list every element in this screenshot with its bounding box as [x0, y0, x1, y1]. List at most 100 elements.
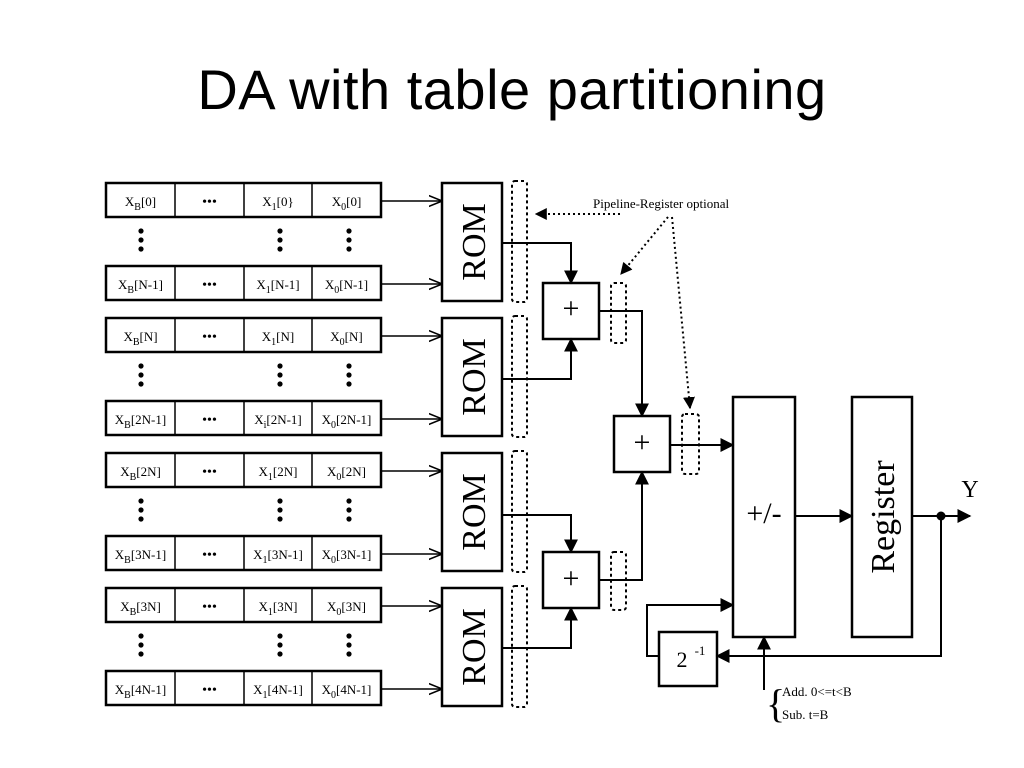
cell-var: X — [125, 194, 135, 209]
register-label: Register — [865, 460, 902, 574]
cell-sub: 0 — [331, 420, 336, 431]
vertical-dot — [346, 237, 352, 243]
cell-var: X — [253, 547, 263, 562]
ellipsis: ••• — [202, 195, 217, 210]
bit-cell-x1: X1[3N-1] — [253, 547, 303, 566]
cell-sub: 0 — [331, 690, 336, 701]
vertical-dot — [277, 237, 283, 243]
cell-sub: 1 — [263, 555, 268, 566]
cell-index: [N-1] — [134, 277, 163, 292]
cell-var: X — [254, 412, 264, 427]
vertical-dot — [138, 516, 144, 522]
vertical-dot — [138, 633, 144, 639]
cell-index: [N] — [140, 329, 158, 344]
cell-var: X — [327, 464, 337, 479]
bit-cell-xb: XB[0] — [125, 194, 156, 213]
cell-index: [3N] — [273, 599, 298, 614]
shift-exponent: -1 — [695, 643, 706, 658]
cell-index: [0} — [277, 194, 294, 209]
ellipsis: ••• — [202, 548, 217, 563]
bit-cell-x1: X1[3N] — [259, 599, 298, 618]
vertical-dot — [138, 228, 144, 234]
vertical-dot — [346, 651, 352, 657]
cell-index: [2N] — [136, 464, 161, 479]
vertical-dot — [277, 516, 283, 522]
bit-cell-x1: Xi[2N-1] — [254, 412, 302, 431]
cell-index: [4N-1] — [131, 682, 166, 697]
cell-index: [3N] — [341, 599, 366, 614]
cell-sub: 0 — [336, 472, 341, 483]
input-row: XB[3N-1]•••X1[3N-1]X0[3N-1] — [104, 534, 441, 572]
vertical-dot — [346, 228, 352, 234]
bit-cell-x0: X0[2N-1] — [322, 412, 372, 431]
vertical-dot — [138, 642, 144, 648]
rom-block-2: ROM — [440, 315, 528, 438]
vertical-dot — [138, 237, 144, 243]
adder-bottom: + — [541, 550, 601, 610]
cell-index: [0] — [346, 194, 361, 209]
cell-var: X — [256, 277, 266, 292]
pipeline-register-adder-top — [610, 282, 627, 344]
control-brace: { — [766, 681, 785, 726]
bit-cell-x1: X1[N-1] — [256, 277, 299, 296]
cell-index: [3N] — [136, 599, 161, 614]
vertical-dot — [277, 372, 283, 378]
cell-sub: 0 — [340, 337, 345, 348]
pipeline-register-rom-1 — [511, 180, 528, 303]
cell-var: X — [120, 599, 130, 614]
bit-cell-x1: X1[2N] — [259, 464, 298, 483]
vertical-dot — [138, 651, 144, 657]
cell-sub: 1 — [268, 607, 273, 618]
vertical-dot — [138, 363, 144, 369]
cell-var: X — [322, 547, 332, 562]
input-register-groups: XB[0]•••X1[0}X0[0]XB[N-1]•••X1[N-1]X0[N-… — [104, 181, 441, 707]
cell-var: X — [332, 194, 342, 209]
cell-sub: B — [130, 607, 137, 618]
bit-cell-xb: XB[4N-1] — [115, 682, 166, 701]
vertical-dot — [346, 642, 352, 648]
cell-var: X — [262, 194, 272, 209]
cell-index: [2N-1] — [336, 412, 371, 427]
ellipsis: ••• — [202, 600, 217, 615]
cell-index: [4N-1] — [336, 682, 371, 697]
bit-cell-x0: X0[N-1] — [325, 277, 368, 296]
cell-sub: B — [134, 202, 141, 213]
cell-var: X — [262, 329, 272, 344]
vertical-dot — [277, 381, 283, 387]
bit-cell-x0: X0[3N-1] — [322, 547, 372, 566]
cell-sub: i — [264, 420, 267, 431]
rom-block-4: ROM — [440, 585, 528, 708]
cell-var: X — [118, 277, 128, 292]
vertical-dot — [138, 507, 144, 513]
cell-sub: 1 — [268, 472, 273, 483]
data-wires — [503, 242, 972, 690]
cell-sub: 0 — [331, 555, 336, 566]
cell-index: [3N-1] — [131, 547, 166, 562]
output-register-block: Register — [850, 395, 914, 639]
cell-var: X — [327, 599, 337, 614]
ellipsis: ••• — [202, 330, 217, 345]
vertical-dot — [346, 363, 352, 369]
cell-var: X — [123, 329, 133, 344]
input-row: XB[2N-1]•••Xi[2N-1]X0[2N-1] — [104, 399, 441, 437]
ellipsis: ••• — [202, 278, 217, 293]
cell-var: X — [322, 682, 332, 697]
cell-sub: 0 — [336, 607, 341, 618]
cell-var: X — [115, 547, 125, 562]
cell-sub: B — [124, 555, 131, 566]
cell-index: [N] — [276, 329, 294, 344]
bit-cell-x0: X0[0] — [332, 194, 362, 213]
rom-label: ROM — [456, 203, 493, 280]
vertical-dot — [277, 642, 283, 648]
bit-cell-x0: X0[N] — [330, 329, 362, 348]
input-group-4: XB[3N]•••X1[3N]X0[3N]XB[4N-1]•••X1[4N-1]… — [104, 586, 441, 707]
cell-var: X — [115, 682, 125, 697]
cell-sub: B — [127, 285, 134, 296]
cell-var: X — [115, 412, 125, 427]
vertical-dot — [346, 516, 352, 522]
input-row: XB[3N]•••X1[3N]X0[3N] — [104, 586, 441, 624]
cell-sub: 1 — [266, 285, 271, 296]
input-row: XB[4N-1]•••X1[4N-1]X0[4N-1] — [104, 669, 441, 707]
